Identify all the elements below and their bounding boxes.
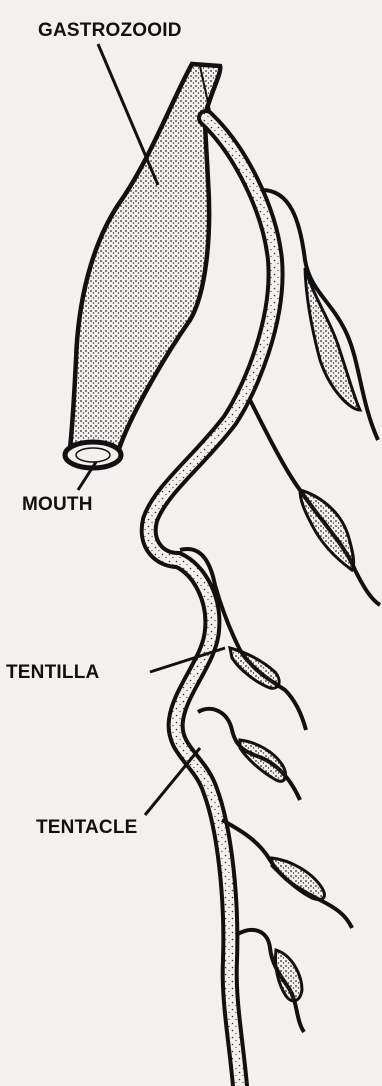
gastrozooid-label: GASTROZOOID <box>38 20 182 42</box>
tentacle-label: TENTACLE <box>36 817 138 839</box>
tentillum-2 <box>250 400 380 605</box>
mouth-label: MOUTH <box>22 494 93 516</box>
leader-tentacle <box>145 748 200 815</box>
tentillum-6 <box>236 930 304 1032</box>
tentilla-label: TENTILLA <box>6 662 99 684</box>
leader-gastrozooid <box>98 44 158 185</box>
leader-tentilla <box>150 648 225 672</box>
gastrozooid-body <box>70 64 220 460</box>
tentillum-5 <box>222 820 352 928</box>
